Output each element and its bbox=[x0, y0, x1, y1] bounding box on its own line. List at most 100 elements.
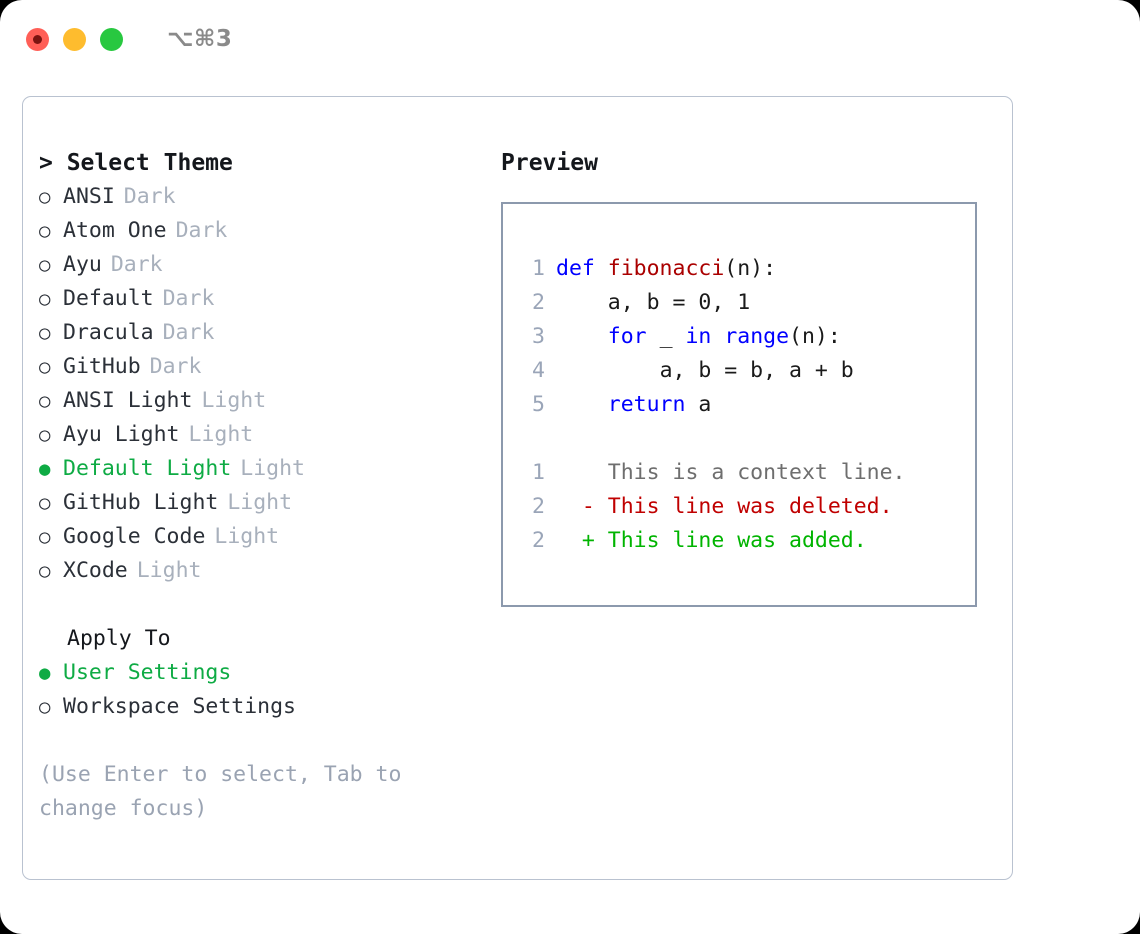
theme-list-item[interactable]: ○ Ayu Dark bbox=[39, 248, 479, 282]
code-line: 3 for _ in range(n): bbox=[517, 320, 969, 354]
code-token: return bbox=[607, 392, 686, 417]
code-line-text: for _ in range(n): bbox=[556, 320, 841, 354]
diff-line: 2 + This line was added. bbox=[517, 524, 969, 558]
keyboard-shortcut-label: ⌥⌘3 bbox=[167, 26, 233, 52]
minimize-button[interactable] bbox=[63, 27, 86, 51]
code-token: a, b = 0, 1 bbox=[607, 290, 751, 315]
radio-unselected-icon: ○ bbox=[39, 322, 51, 344]
code-diff-spacer bbox=[517, 422, 969, 456]
apply-to-item[interactable]: ○ Workspace Settings bbox=[39, 690, 479, 724]
code-token: a, b = b, a + b bbox=[659, 358, 854, 383]
theme-variant-badge: Dark bbox=[123, 184, 176, 209]
line-number: 2 bbox=[532, 528, 545, 553]
theme-variant-badge: Light bbox=[214, 524, 280, 549]
code-line: 4 a, b = b, a + b bbox=[517, 354, 969, 388]
theme-list-item[interactable]: ○ Atom One Dark bbox=[39, 214, 479, 248]
close-button[interactable] bbox=[26, 27, 49, 51]
radio-unselected-icon: ○ bbox=[39, 560, 51, 582]
code-line-text: return a bbox=[556, 388, 712, 422]
code-token: def bbox=[556, 256, 608, 281]
theme-name-label: Ayu bbox=[63, 252, 102, 277]
radio-unselected-icon: ○ bbox=[39, 220, 51, 242]
theme-variant-badge: Light bbox=[188, 422, 254, 447]
line-number: 2 bbox=[532, 290, 545, 315]
code-token: a bbox=[685, 392, 712, 417]
radio-selected-icon: ● bbox=[39, 458, 51, 480]
radio-unselected-icon: ○ bbox=[39, 186, 51, 208]
code-token: (n): bbox=[724, 256, 777, 281]
theme-variant-badge: Light bbox=[227, 490, 293, 515]
theme-name-label: Atom One bbox=[63, 218, 167, 243]
line-number: 3 bbox=[532, 324, 545, 349]
radio-unselected-icon: ○ bbox=[39, 356, 51, 378]
apply-to-list[interactable]: ● User Settings ○ Workspace Settings bbox=[39, 656, 479, 724]
apply-to-item[interactable]: ● User Settings bbox=[39, 656, 479, 690]
apply-to-section: Apply To ●User Settings○Workspace Settin… bbox=[39, 622, 479, 724]
theme-variant-badge: Dark bbox=[162, 286, 215, 311]
theme-variant-badge: Dark bbox=[175, 218, 228, 243]
line-number: 4 bbox=[532, 358, 545, 383]
theme-list-item[interactable]: ○ Ayu Light Light bbox=[39, 418, 479, 452]
theme-list-item[interactable]: ○ GitHub Light Light bbox=[39, 486, 479, 520]
radio-unselected-icon: ○ bbox=[39, 424, 51, 446]
code-line-text: a, b = 0, 1 bbox=[556, 286, 750, 320]
diff-line-text: - This line was deleted. bbox=[556, 494, 893, 519]
select-theme-heading: > Select Theme bbox=[39, 150, 233, 176]
theme-name-label: ANSI bbox=[63, 184, 115, 209]
code-line: 1 def fibonacci(n): bbox=[517, 252, 969, 286]
radio-unselected-icon: ○ bbox=[39, 492, 51, 514]
code-line: 2 a, b = 0, 1 bbox=[517, 286, 969, 320]
theme-name-label: Default Light bbox=[63, 456, 232, 481]
theme-list-item[interactable]: ○ Dracula Dark bbox=[39, 316, 479, 350]
theme-variant-badge: Light bbox=[201, 388, 267, 413]
theme-variant-badge: Dark bbox=[162, 320, 215, 345]
line-number: 1 bbox=[532, 256, 545, 281]
title-bar: ⌥⌘3 bbox=[0, 0, 1140, 78]
theme-name-label: Google Code bbox=[63, 524, 206, 549]
zoom-button[interactable] bbox=[100, 27, 123, 51]
line-number: 5 bbox=[532, 392, 545, 417]
code-token: fibonacci bbox=[607, 256, 725, 281]
theme-name-label: GitHub bbox=[63, 354, 141, 379]
theme-name-label: GitHub Light bbox=[63, 490, 219, 515]
theme-variant-badge: Dark bbox=[149, 354, 202, 379]
theme-name-label: Dracula bbox=[63, 320, 154, 345]
theme-list-item[interactable]: ○ ANSI Dark bbox=[39, 180, 479, 214]
radio-unselected-icon: ○ bbox=[39, 696, 51, 718]
line-number: 1 bbox=[532, 460, 545, 485]
line-number: 2 bbox=[532, 494, 545, 519]
radio-unselected-icon: ○ bbox=[39, 526, 51, 548]
radio-selected-icon: ● bbox=[39, 662, 51, 684]
theme-list-item[interactable]: ○ Google Code Light bbox=[39, 520, 479, 554]
radio-unselected-icon: ○ bbox=[39, 254, 51, 276]
code-token: in bbox=[685, 324, 725, 349]
diff-line: 2 - This line was deleted. bbox=[517, 490, 969, 524]
radio-unselected-icon: ○ bbox=[39, 288, 51, 310]
code-token: range bbox=[724, 324, 790, 349]
code-token: (n): bbox=[789, 324, 841, 349]
theme-list-item[interactable]: ○ GitHub Dark bbox=[39, 350, 479, 384]
diff-line-text: + This line was added. bbox=[556, 528, 867, 553]
apply-to-label: Workspace Settings bbox=[63, 694, 296, 719]
apply-to-label: User Settings bbox=[63, 660, 232, 685]
code-line-text: a, b = b, a + b bbox=[556, 354, 854, 388]
theme-variant-badge: Dark bbox=[110, 252, 163, 277]
code-line-text: def fibonacci(n): bbox=[556, 252, 776, 286]
keyboard-hint-text: (Use Enter to select, Tab to change focu… bbox=[39, 762, 402, 821]
code-token: for bbox=[607, 324, 647, 349]
traffic-lights bbox=[26, 27, 123, 51]
theme-name-label: Ayu Light bbox=[63, 422, 180, 447]
diff-line: 1 This is a context line. bbox=[517, 456, 969, 490]
preview-heading: Preview bbox=[501, 150, 598, 176]
